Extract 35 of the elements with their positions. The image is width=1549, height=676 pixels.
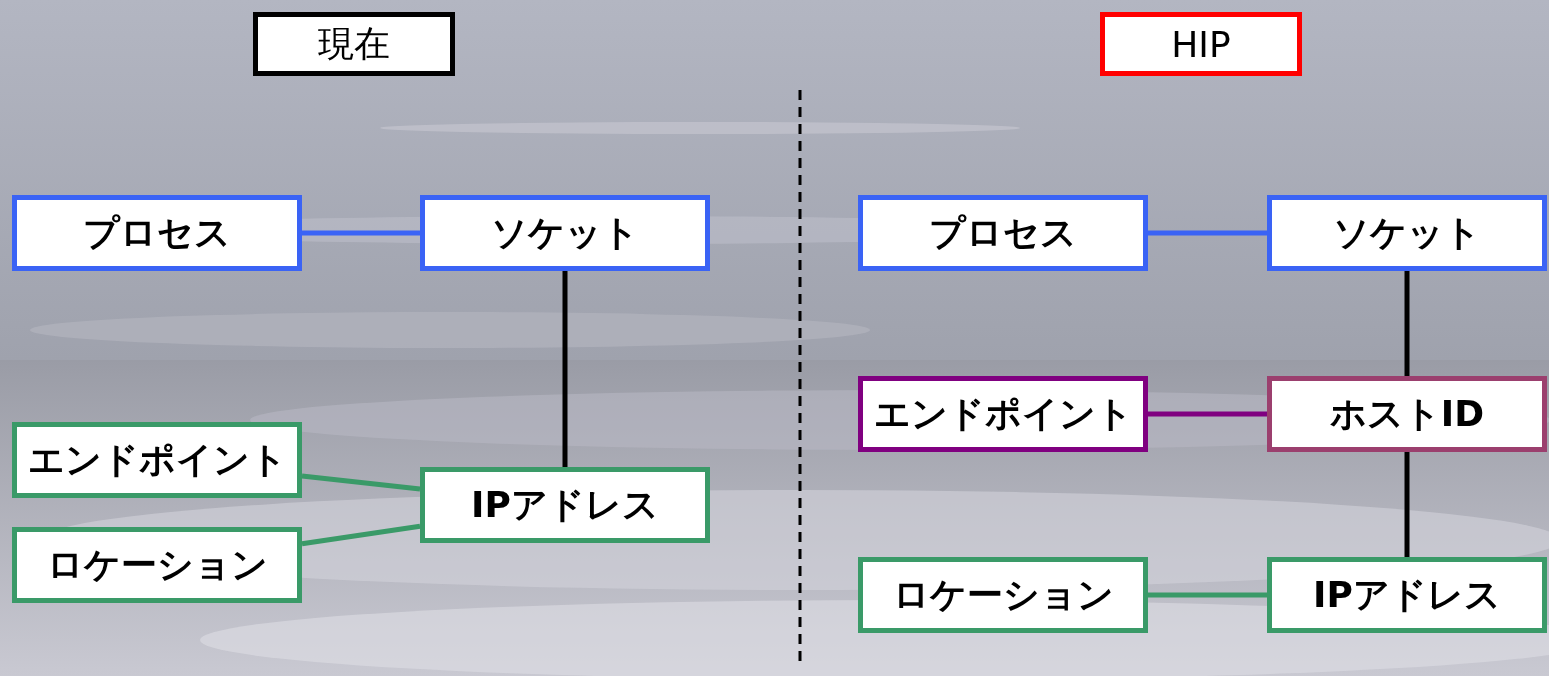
term-text: エンドポイント: [27, 437, 287, 482]
heading-text: 現在: [318, 21, 390, 66]
term-text: ホストID: [1329, 391, 1485, 436]
term-box: [420, 195, 710, 271]
term-text: ロケーション: [892, 572, 1114, 617]
term-text: プロセス: [83, 210, 231, 255]
term-box: [420, 467, 710, 543]
connector-line: [1404, 452, 1410, 557]
term-box: [1267, 557, 1547, 633]
term-text: IPアドレス: [471, 482, 659, 527]
connector-line: [1148, 592, 1267, 598]
term-text: IPアドレス: [1313, 572, 1501, 617]
connector-line: [302, 230, 420, 236]
heading-text: HIP: [1171, 23, 1231, 65]
term-box: [858, 195, 1148, 271]
connector-line: [301, 523, 421, 547]
connector-line: [562, 271, 568, 467]
term-text: ロケーション: [46, 542, 268, 587]
term-box: [12, 422, 302, 498]
heading-box: [1100, 12, 1302, 76]
connector-line: [1148, 411, 1267, 417]
term-box: [12, 195, 302, 271]
term-text: エンドポイント: [873, 391, 1133, 436]
term-box: [858, 557, 1148, 633]
connector-line: [301, 473, 421, 492]
term-box: [1267, 195, 1547, 271]
term-box: [1267, 376, 1547, 452]
term-box: [858, 376, 1148, 452]
term-text: ソケット: [491, 210, 639, 255]
term-box: [12, 527, 302, 603]
connector-line: [1404, 271, 1410, 376]
connector-line: [1148, 230, 1267, 236]
heading-box: [253, 12, 455, 76]
term-text: ソケット: [1333, 210, 1481, 255]
term-text: プロセス: [929, 210, 1077, 255]
